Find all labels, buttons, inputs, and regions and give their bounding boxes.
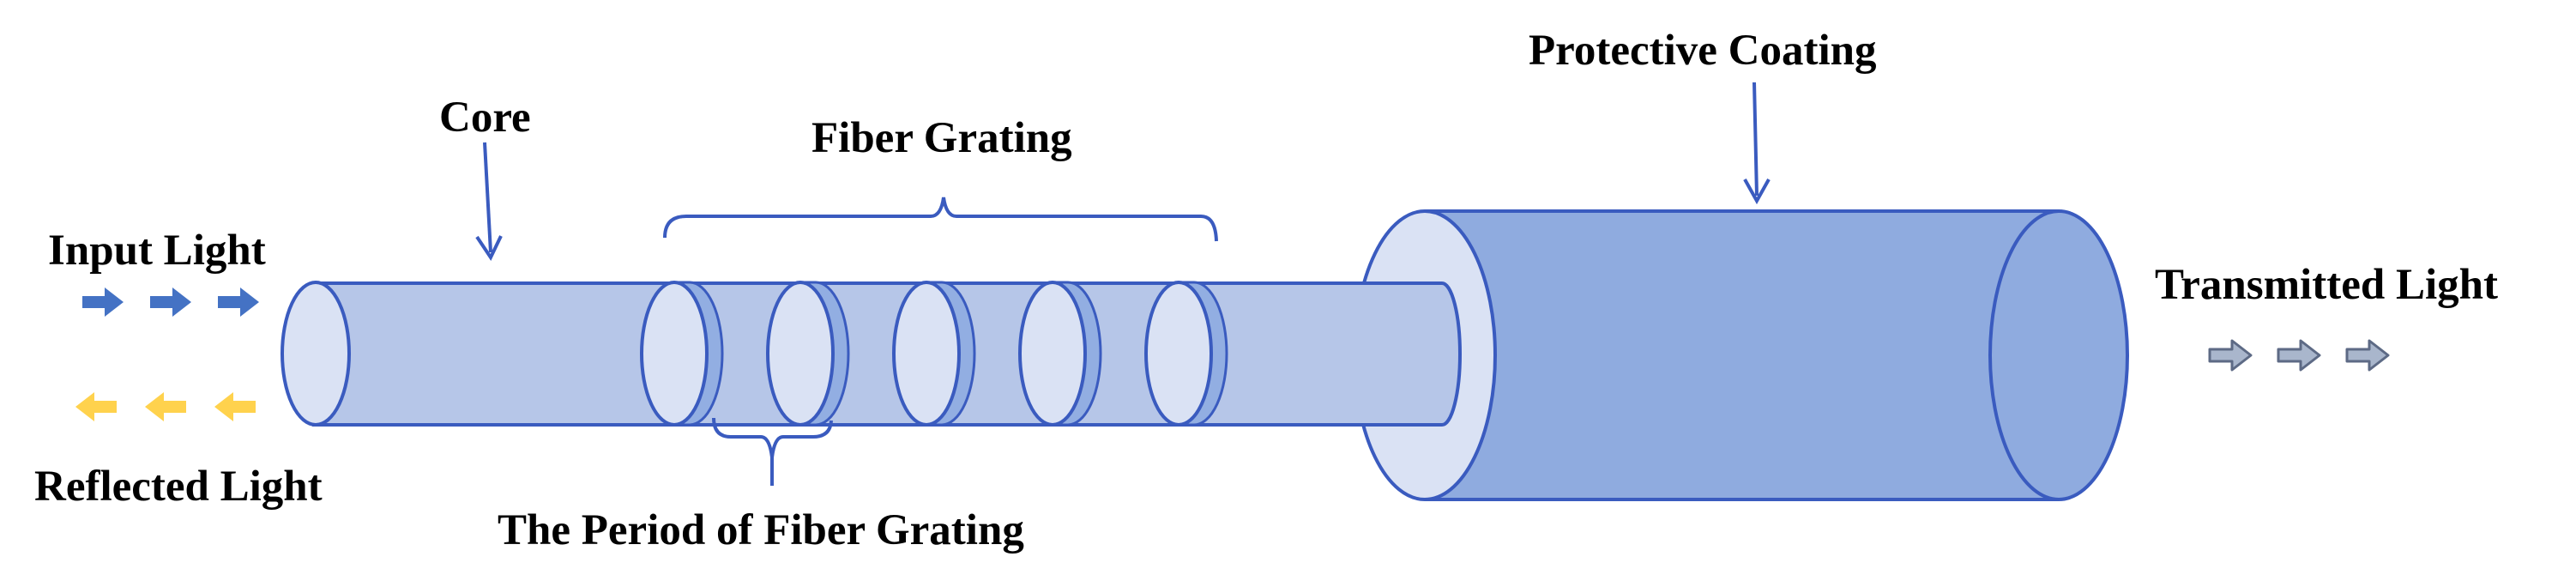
grating-face [1144, 281, 1213, 427]
protective-coating-label: Protective Coating [1529, 27, 1877, 75]
reflected-light-arrow [145, 392, 186, 421]
fiber-grating-label: Fiber Grating [811, 114, 1072, 162]
fiber-grating-brace [663, 197, 1218, 242]
grating-face [892, 281, 961, 427]
period-label: The Period of Fiber Grating [498, 506, 1024, 554]
reflected-light-arrow [214, 392, 256, 421]
grating-ring [1018, 281, 1102, 427]
grating-ring [640, 281, 724, 427]
fiber [312, 281, 1462, 427]
core-label: Core [439, 94, 531, 142]
core-arrow-line [483, 142, 492, 253]
fiber-body [312, 283, 1442, 425]
input-light-arrow [82, 287, 124, 317]
transmitted-light-arrow [2345, 339, 2390, 372]
reflected-light-arrow [75, 392, 117, 421]
reflected-light-arrows [75, 392, 256, 421]
grating-rings [640, 281, 1228, 427]
grating-ring [766, 281, 850, 427]
transmitted-light-arrow [2277, 339, 2321, 372]
reflected-light-label: Reflected Light [34, 463, 323, 511]
input-light-arrow [150, 287, 191, 317]
transmitted-light-label: Transmitted Light [2155, 261, 2498, 309]
callouts [475, 82, 1771, 486]
input-light-label: Input Light [48, 227, 266, 275]
grating-ring [1144, 281, 1228, 427]
input-light-arrows [82, 287, 259, 317]
grating-face [640, 281, 709, 427]
grating-face [766, 281, 835, 427]
coating-arrow-head [1743, 179, 1771, 205]
protective-coating [1353, 209, 2129, 501]
transmitted-light-arrow [2208, 339, 2253, 372]
core-arrow-head [475, 235, 503, 262]
transmitted-light-arrows [2208, 339, 2390, 372]
input-light-arrow [218, 287, 259, 317]
coating-arrow-line [1753, 82, 1759, 197]
fiber-end-right [1441, 281, 1462, 427]
fiber-end-left [281, 281, 351, 427]
coating-body [1425, 211, 2059, 499]
grating-face [1018, 281, 1087, 427]
grating-ring [892, 281, 976, 427]
coating-end-right [1988, 209, 2129, 501]
